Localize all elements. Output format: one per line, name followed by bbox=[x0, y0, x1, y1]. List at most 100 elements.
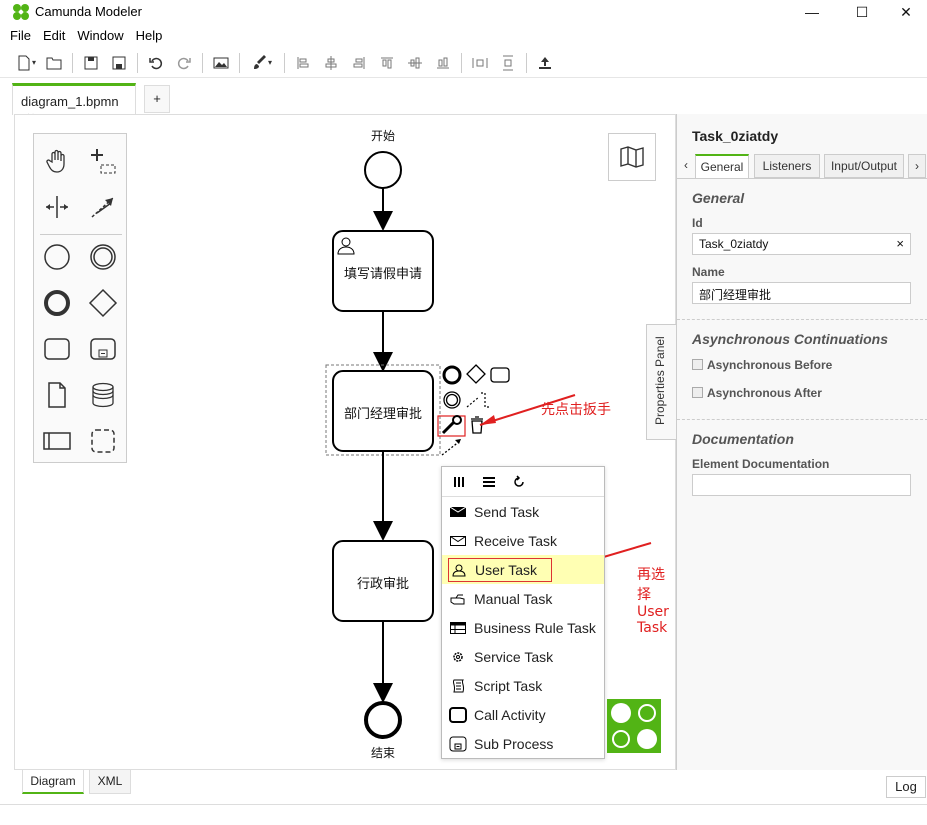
create-data-object[interactable] bbox=[34, 372, 80, 418]
append-end-event-icon[interactable] bbox=[442, 365, 462, 385]
upload-icon bbox=[539, 56, 551, 69]
undo-icon bbox=[149, 57, 163, 69]
id-input[interactable]: Task_0ziatdy × bbox=[692, 233, 911, 255]
minimap-toggle[interactable] bbox=[608, 133, 656, 181]
new-file-button[interactable]: ▾ bbox=[12, 50, 40, 76]
deploy-button[interactable] bbox=[531, 50, 559, 76]
create-group[interactable] bbox=[80, 418, 126, 464]
wrench-icon[interactable] bbox=[441, 415, 462, 435]
replace-business-rule-task[interactable]: Business Rule Task bbox=[442, 613, 604, 642]
append-gateway-icon[interactable] bbox=[466, 364, 486, 384]
create-pool[interactable] bbox=[34, 418, 80, 464]
hand-tool[interactable] bbox=[34, 138, 80, 184]
parallel-multi-instance-icon[interactable] bbox=[452, 475, 466, 489]
tabs-scroll-left[interactable]: ‹ bbox=[684, 158, 688, 172]
new-file-icon bbox=[18, 55, 30, 70]
clear-id-icon[interactable]: × bbox=[896, 236, 904, 251]
replace-call-activity[interactable]: Call Activity bbox=[442, 700, 604, 729]
menu-help[interactable]: Help bbox=[135, 28, 163, 43]
start-event[interactable] bbox=[364, 151, 402, 189]
replace-send-task[interactable]: Send Task bbox=[442, 497, 604, 526]
create-data-store[interactable] bbox=[80, 372, 126, 418]
align-right-button[interactable] bbox=[345, 50, 373, 76]
async-before-row[interactable]: Asynchronous Before bbox=[692, 358, 832, 372]
align-left-button[interactable] bbox=[289, 50, 317, 76]
camunda-logo-icon bbox=[13, 4, 29, 20]
color-button[interactable]: ▾ bbox=[244, 50, 280, 76]
create-start-event[interactable] bbox=[34, 234, 80, 280]
documentation-textarea[interactable] bbox=[692, 474, 911, 496]
maximize-button[interactable]: ☐ bbox=[855, 3, 869, 20]
save-as-button[interactable] bbox=[105, 50, 133, 76]
log-button[interactable]: Log bbox=[886, 776, 926, 798]
async-after-label: Asynchronous After bbox=[707, 386, 822, 400]
tab-input-output[interactable]: Input/Output bbox=[824, 154, 904, 178]
id-label: Id bbox=[692, 216, 703, 230]
tabs-divider bbox=[677, 178, 927, 179]
create-gateway[interactable] bbox=[80, 280, 126, 326]
replace-script-task[interactable]: Script Task bbox=[442, 671, 604, 700]
replace-sub-process[interactable]: Sub Process bbox=[442, 729, 604, 758]
align-center-button[interactable] bbox=[317, 50, 345, 76]
connect-icon[interactable] bbox=[441, 440, 461, 456]
end-event[interactable] bbox=[364, 701, 402, 739]
append-intermediate-event-icon[interactable] bbox=[443, 391, 461, 409]
async-after-checkbox[interactable] bbox=[692, 387, 703, 398]
group-icon bbox=[91, 429, 115, 453]
bottom-bar: Diagram XML Log bbox=[0, 770, 927, 825]
async-before-checkbox[interactable] bbox=[692, 359, 703, 370]
align-middle-button[interactable] bbox=[401, 50, 429, 76]
new-tab-button[interactable]: + bbox=[144, 85, 170, 113]
replace-manual-task[interactable]: Manual Task bbox=[442, 584, 604, 613]
distribute-horizontal-button[interactable] bbox=[466, 50, 494, 76]
replace-receive-task[interactable]: Receive Task bbox=[442, 526, 604, 555]
export-image-button[interactable] bbox=[207, 50, 235, 76]
close-window-button[interactable]: ✕ bbox=[900, 3, 912, 20]
annotation-text-2: 再选择User Task bbox=[637, 567, 669, 636]
properties-panel-toggle[interactable]: Properties Panel bbox=[646, 324, 676, 440]
lasso-tool[interactable] bbox=[80, 138, 126, 184]
end-event-icon bbox=[44, 290, 70, 316]
distribute-vertical-button[interactable] bbox=[494, 50, 522, 76]
tab-diagram-view[interactable]: Diagram bbox=[22, 770, 84, 794]
minimize-button[interactable]: — bbox=[805, 4, 819, 20]
create-task[interactable] bbox=[34, 326, 80, 372]
space-tool[interactable] bbox=[34, 184, 80, 230]
loop-icon[interactable] bbox=[512, 474, 526, 489]
tab-listeners[interactable]: Listeners bbox=[754, 154, 820, 178]
undo-button[interactable] bbox=[142, 50, 170, 76]
save-as-icon bbox=[112, 56, 126, 69]
image-icon bbox=[213, 57, 229, 68]
tab-diagram-file[interactable]: diagram_1.bpmn × bbox=[12, 83, 136, 124]
redo-button[interactable] bbox=[170, 50, 198, 76]
menu-item-label: Service Task bbox=[474, 648, 554, 665]
subprocess-icon bbox=[90, 338, 116, 360]
task-label: 行政审批 bbox=[356, 577, 409, 592]
global-connect-tool[interactable] bbox=[80, 184, 126, 230]
align-top-button[interactable] bbox=[373, 50, 401, 76]
name-input[interactable]: 部门经理审批 bbox=[692, 282, 911, 304]
menu-file[interactable]: File bbox=[10, 28, 31, 43]
sequential-multi-instance-icon[interactable] bbox=[482, 475, 496, 489]
group-async-title: Asynchronous Continuations bbox=[692, 331, 888, 347]
align-bottom-button[interactable] bbox=[429, 50, 457, 76]
tab-general[interactable]: General bbox=[695, 154, 749, 178]
diagram-canvas[interactable]: 开始 填写请假申请 部门经理审批 行政审批 结束 先点击扳手 再选择User T… bbox=[14, 114, 676, 770]
append-text-annotation-icon[interactable] bbox=[466, 392, 489, 408]
menu-edit[interactable]: Edit bbox=[42, 28, 66, 43]
save-button[interactable] bbox=[77, 50, 105, 76]
replace-service-task[interactable]: Service Task bbox=[442, 642, 604, 671]
replace-user-task[interactable]: User Task bbox=[442, 555, 604, 584]
create-end-event[interactable] bbox=[34, 280, 80, 326]
menu-window[interactable]: Window bbox=[77, 28, 124, 43]
tab-xml-view[interactable]: XML bbox=[89, 770, 131, 794]
tab-label: diagram_1.bpmn bbox=[21, 94, 119, 109]
open-file-button[interactable] bbox=[40, 50, 68, 76]
trash-icon[interactable] bbox=[471, 416, 483, 434]
tabs-scroll-right[interactable]: › bbox=[908, 154, 926, 178]
append-task-icon[interactable] bbox=[490, 367, 510, 383]
align-bottom-icon bbox=[437, 57, 449, 68]
create-subprocess[interactable] bbox=[80, 326, 126, 372]
create-intermediate-event[interactable] bbox=[80, 234, 126, 280]
async-after-row[interactable]: Asynchronous After bbox=[692, 386, 822, 400]
